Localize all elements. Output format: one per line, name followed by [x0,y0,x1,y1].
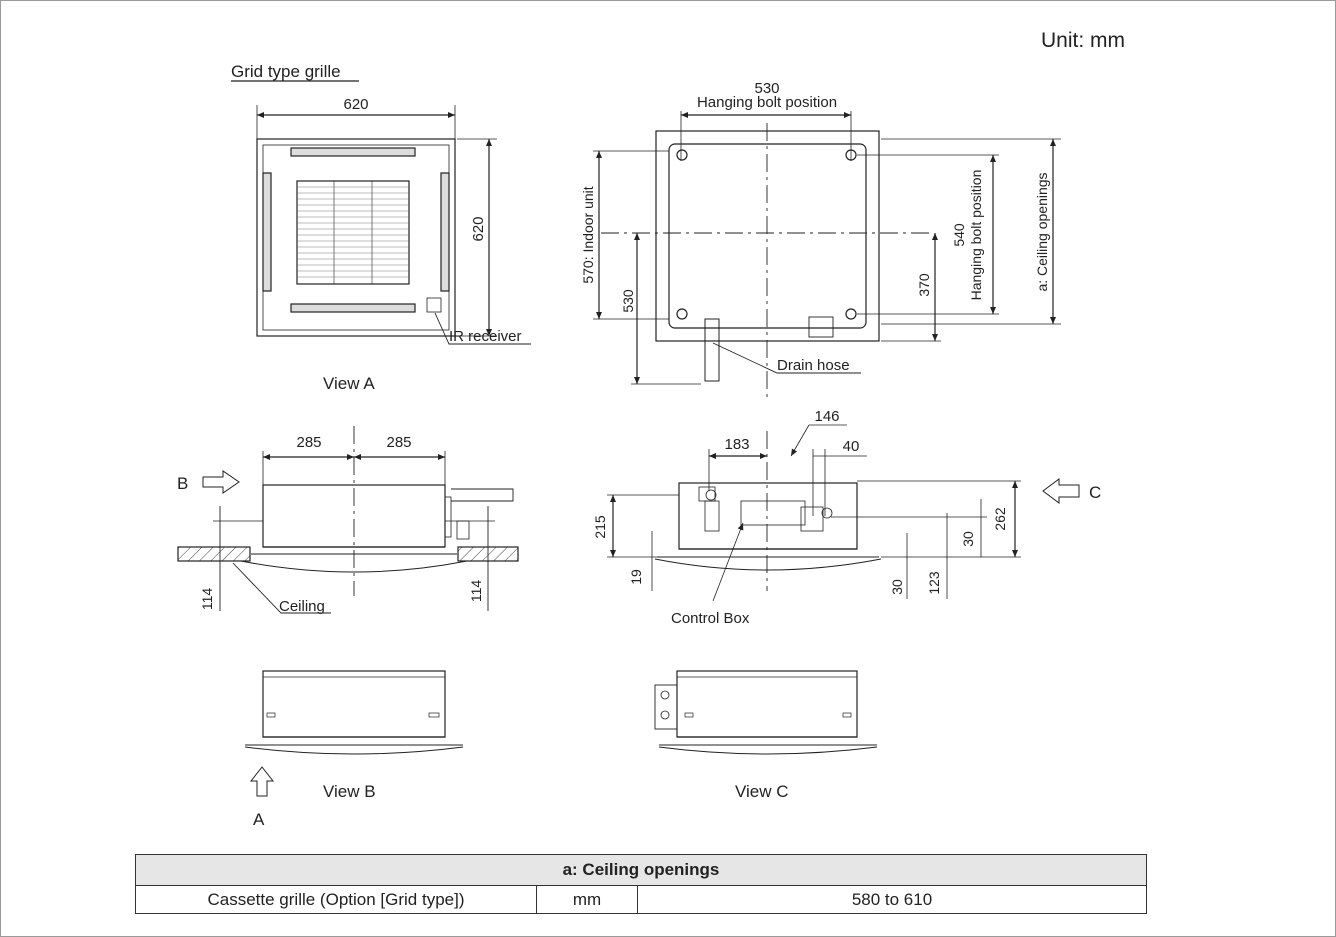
b-arrow-label: B [177,474,188,493]
c-arrow-label: C [1089,483,1101,502]
side-view-c: 146 183 40 C [592,408,1101,627]
ceiling-openings-table: a: Ceiling openings Cassette grille (Opt… [135,854,1147,914]
view-c: View C [654,670,878,801]
unit-label: Unit: mm [1041,29,1125,52]
drain-hose-label: Drain hose [777,357,850,374]
view-a-height-dim: 620 [470,216,487,241]
grid-type-title: Grid type grille [231,62,341,81]
indoor-unit-dim: 570: Indoor unit [580,186,596,283]
dim-285-right: 285 [386,434,411,451]
table-unit: mm [536,885,638,914]
dim-30-upper: 30 [960,531,976,547]
dim-30-lower: 30 [889,579,905,595]
technical-drawing: Grid type grille 620 [177,62,1101,829]
dim-114-left: 114 [199,588,215,611]
bolt-v-dim: 540 [951,223,967,247]
dim-123: 123 [926,571,942,595]
table-row: Cassette grille (Option [Grid type]) mm … [135,885,1147,914]
dim-285-left: 285 [296,434,321,451]
bolt-h-dim: 530 [754,80,779,97]
view-b: View B A [244,670,464,829]
dim-262: 262 [992,507,1008,531]
ceiling-label: Ceiling [279,598,325,615]
table-item: Cassette grille (Option [Grid type]) [135,885,537,914]
view-a-caption: View A [323,374,375,393]
view-a-arrow-label: A [253,810,265,829]
table-value: 580 to 610 [637,885,1147,914]
view-a-width-dim: 620 [343,96,368,113]
view-c-caption: View C [735,782,789,801]
bolt-v-label: Hanging bolt position [968,170,984,301]
dim-215: 215 [592,515,608,539]
top-view-unit: 530 Hanging bolt position 570: Indoor un… [580,80,1061,401]
view-b-caption: View B [323,782,376,801]
ceiling-openings-label: a: Ceiling openings [1034,172,1050,291]
dim-146: 146 [814,408,839,425]
dim-530: 530 [620,289,636,313]
dim-40: 40 [843,438,860,455]
dim-19: 19 [628,569,644,585]
view-a-grille: Grid type grille 620 [231,62,531,393]
dim-370: 370 [916,273,932,297]
control-box-label: Control Box [671,610,750,627]
ir-receiver-label: IR receiver [449,328,522,345]
side-view-b: B 285 285 114 1 [177,426,519,615]
table-header: a: Ceiling openings [135,854,1147,886]
dim-114-right: 114 [468,580,484,603]
dim-183: 183 [724,436,749,453]
bolt-h-label: Hanging bolt position [697,94,837,111]
